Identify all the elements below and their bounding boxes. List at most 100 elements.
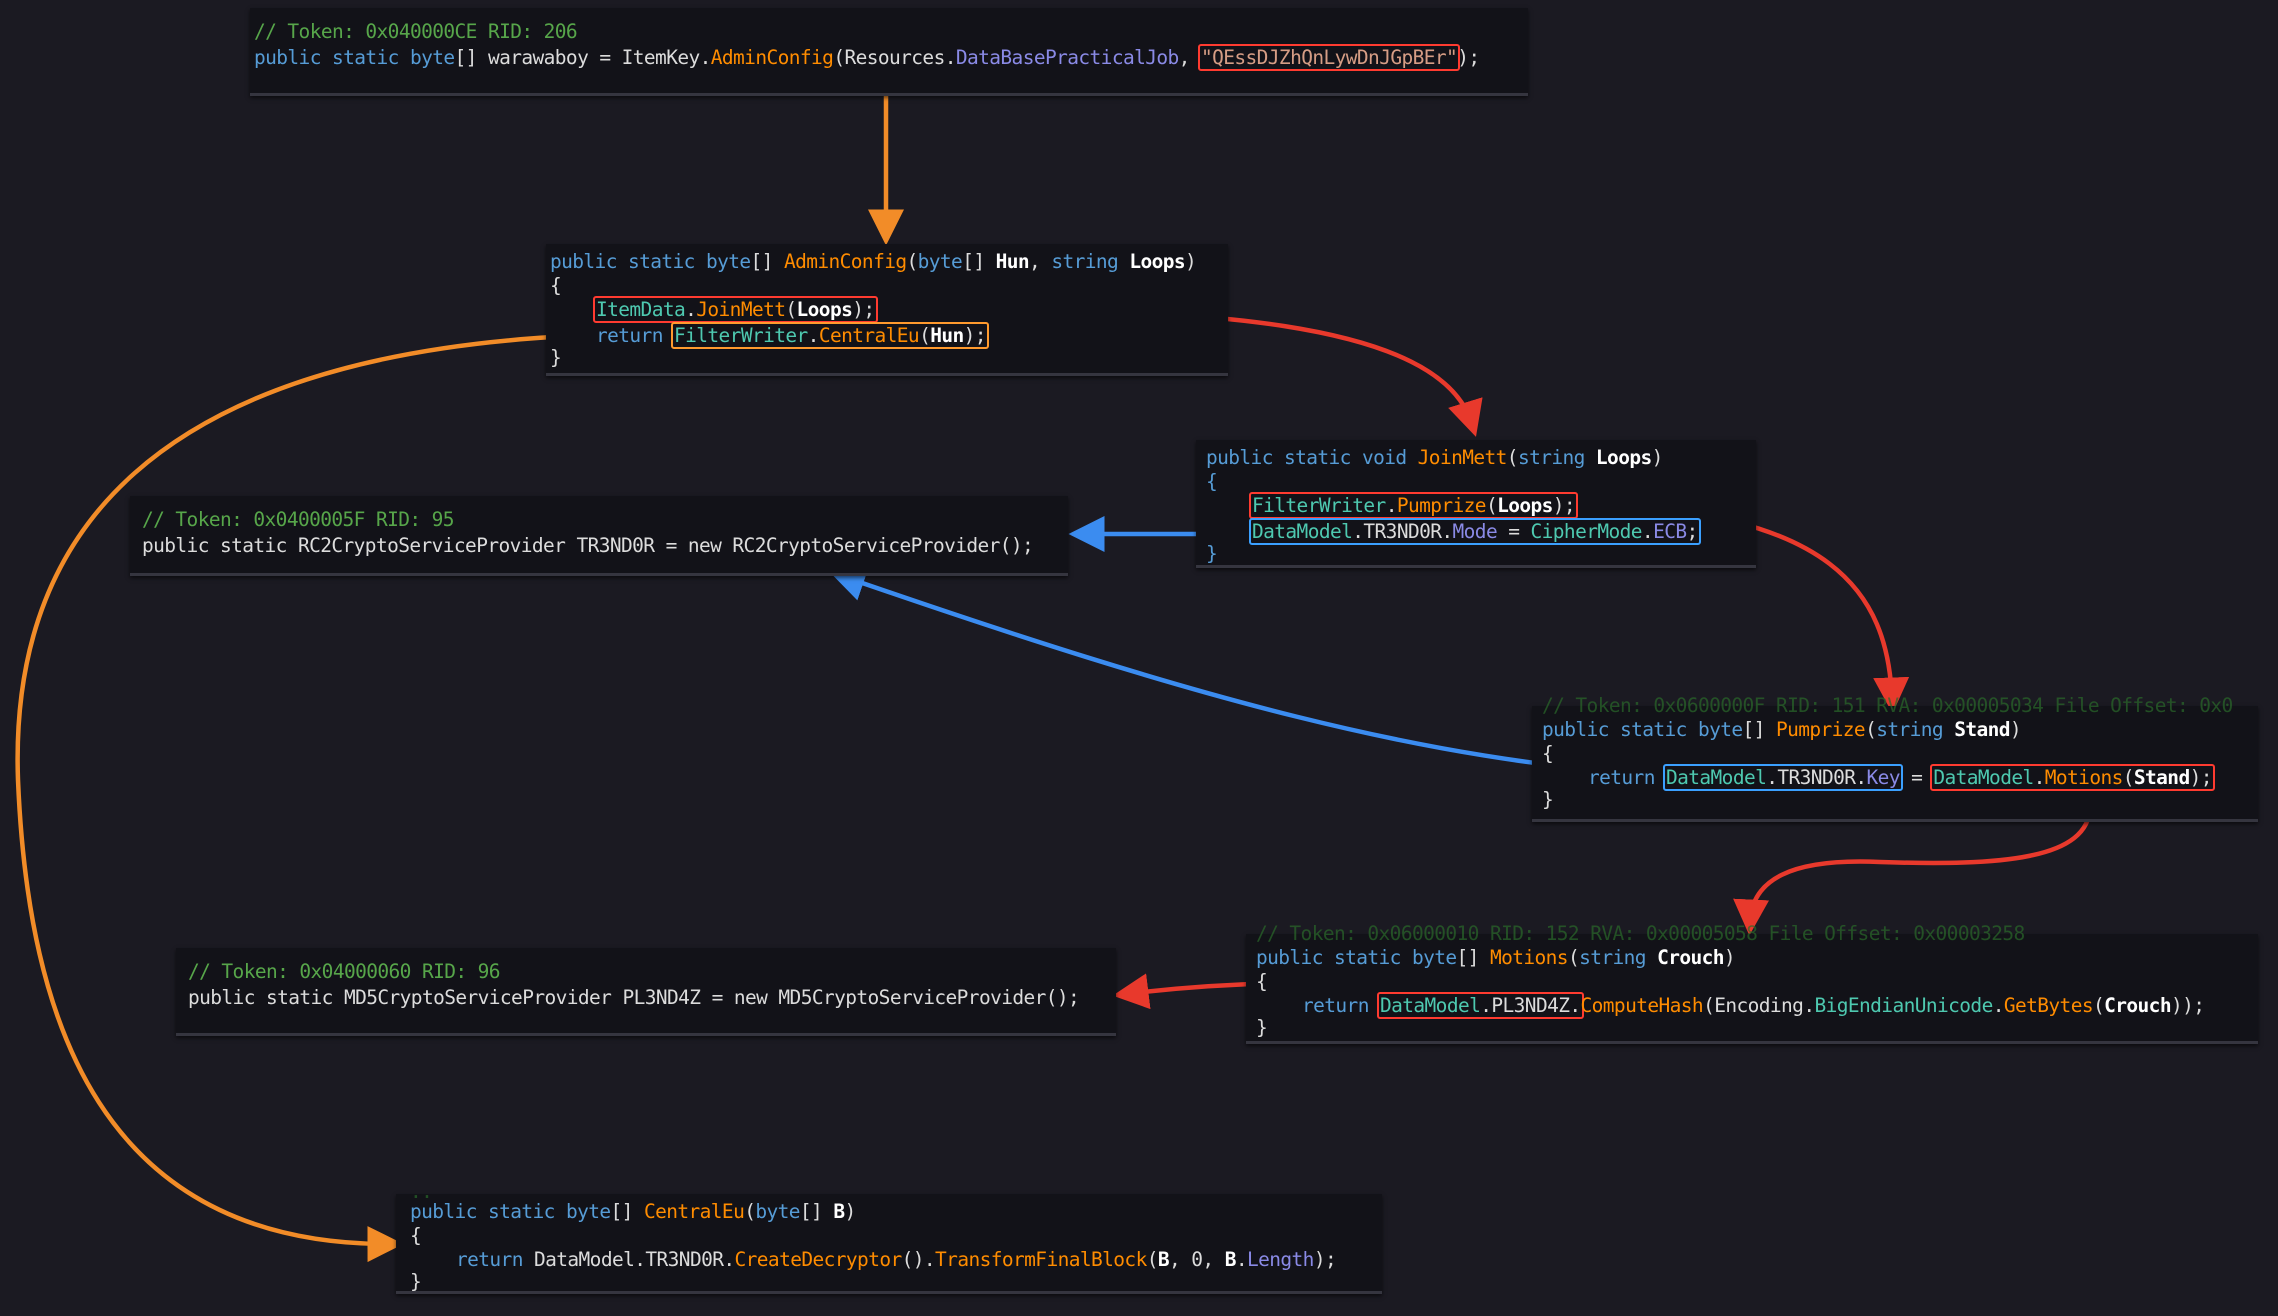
method-name-centraleu[interactable]: CentralEu: [643, 1200, 745, 1223]
rc2-field-declaration: public static RC2CryptoServiceProvider T…: [142, 534, 1034, 557]
method-computehash[interactable]: ComputeHash: [1580, 994, 1704, 1017]
call-filterwriter-pumprize[interactable]: FilterWriter.Pumprize(Loops);: [1249, 492, 1579, 519]
code-text: );: [852, 298, 875, 321]
brace-close: }: [1542, 788, 1554, 811]
token-comment: // Token: 0x0400005F RID: 95: [142, 508, 455, 531]
keyword-return: return: [456, 1248, 534, 1271]
code-text: (: [919, 324, 931, 347]
code-text: (: [906, 250, 919, 273]
type-itemdata: ItemData: [596, 298, 686, 321]
code-text: .: [1992, 994, 2005, 1017]
field-pl3nd4z: PL3ND4Z: [1491, 994, 1570, 1017]
property-databasepracticaljob[interactable]: DataBasePracticalJob: [955, 46, 1179, 69]
field-tr3nd0r: TR3ND0R: [645, 1248, 724, 1271]
call-datamodel-motions[interactable]: DataModel.Motions(Stand);: [1930, 764, 2215, 791]
keyword-public-static-byte: public static byte: [1542, 718, 1743, 741]
code-text: [1118, 250, 1129, 273]
code-text: .: [807, 324, 820, 347]
method-name-adminconfig[interactable]: AdminConfig: [783, 250, 907, 273]
type-datamodel: DataModel.: [533, 1248, 646, 1271]
code-text: [1943, 718, 1954, 741]
code-text: .: [1766, 766, 1778, 789]
method-getbytes[interactable]: GetBytes: [2003, 994, 2094, 1017]
code-text: (: [1146, 1248, 1159, 1271]
keyword-string: string: [1517, 446, 1585, 469]
keyword-public-static-byte: public static byte: [1256, 946, 1457, 969]
code-text: .: [1385, 494, 1398, 517]
code-text: (Encoding.: [1703, 994, 1815, 1017]
field-tr3nd0r: TR3ND0R: [1777, 766, 1856, 789]
arg-loops: Loops: [796, 298, 853, 321]
method-name-pumprize[interactable]: Pumprize: [1775, 718, 1866, 741]
method-pumprize-link: Pumprize: [1396, 494, 1487, 517]
code-text: ): [2009, 718, 2022, 741]
brace-open: {: [1542, 742, 1554, 765]
keyword-return: return: [596, 324, 674, 347]
param-b: B: [833, 1200, 845, 1223]
code-text: (: [1506, 446, 1519, 469]
md5-field-declaration: public static MD5CryptoServiceProvider P…: [188, 986, 1080, 1009]
code-text: .: [685, 298, 697, 321]
method-adminconfig-link[interactable]: AdminConfig: [710, 46, 834, 69]
code-text: ,: [1178, 46, 1201, 69]
brace-close: }: [1206, 542, 1218, 565]
code-text: .: [1352, 520, 1364, 543]
code-text: );: [1552, 494, 1576, 517]
code-text: ): [1723, 946, 1736, 969]
param-loops: Loops: [1595, 446, 1652, 469]
code-text: .: [1441, 520, 1453, 543]
code-text: );: [1457, 46, 1480, 69]
code-text: (: [2122, 766, 2135, 789]
token-comment: // Token: 0x040000CE RID: 206: [254, 20, 578, 43]
code-text: );: [1313, 1248, 1337, 1271]
brace-open: {: [410, 1224, 422, 1247]
assign-tr3nd0r-mode[interactable]: DataModel.TR3ND0R.Mode = CipherMode.ECB;: [1249, 518, 1701, 545]
call-filterwriter-centraleu[interactable]: FilterWriter.CentralEu(Hun);: [670, 322, 989, 349]
code-text: (: [744, 1200, 756, 1223]
keyword-byte: byte: [755, 1200, 800, 1223]
panel-pumprize-method: // Token: 0x0600000F RID: 151 RVA: 0x000…: [1532, 694, 2258, 822]
code-text: []: [1456, 946, 1490, 969]
tr3nd0r-key-ref[interactable]: DataModel.TR3ND0R.Key: [1662, 764, 1903, 791]
keyword-return: return: [1302, 994, 1380, 1017]
type-datamodel: DataModel: [1379, 994, 1481, 1017]
brace-close: }: [550, 346, 562, 369]
method-centraleu-link: CentralEu: [818, 324, 920, 347]
token-comment-cropped: // Token: 0x06000010 RID: 152 RVA: 0x000…: [1256, 922, 2025, 945]
type-datamodel: DataModel: [1933, 766, 2034, 789]
pl3nd4z-ref[interactable]: DataModel.PL3ND4Z.: [1376, 992, 1584, 1019]
property-mode: Mode: [1452, 520, 1498, 543]
code-text: (Resources.: [833, 46, 956, 69]
panel-adminconfig-method: public static byte[] AdminConfig(byte[] …: [546, 244, 1228, 376]
arrow-centraleu-call: [15, 331, 671, 1263]
code-text: .: [723, 1248, 735, 1271]
code-text: ): [844, 1200, 856, 1223]
panel-warawaboy-field: // Token: 0x040000CE RID: 206 public sta…: [250, 8, 1528, 96]
keyword-public-static-byte: public static byte: [550, 250, 751, 273]
token-comment: // Token: 0x04000060 RID: 96: [188, 960, 501, 983]
keyword-return: return: [1588, 766, 1666, 789]
type-datamodel: DataModel: [1252, 520, 1353, 543]
code-text: .: [1855, 766, 1867, 789]
method-transformfinalblock[interactable]: TransformFinalBlock: [935, 1248, 1147, 1271]
code-text: ;: [1686, 520, 1698, 543]
method-motions-link: Motions: [2044, 766, 2124, 789]
call-itemdata-joinmett[interactable]: ItemData.JoinMett(Loops);: [593, 296, 878, 323]
property-key: Key: [1866, 766, 1901, 789]
keyword-byte: byte: [917, 250, 963, 273]
code-text: []: [799, 1200, 834, 1223]
code-text: .: [1235, 1248, 1248, 1271]
panel-centraleu-method: .. public static byte[] CentralEu(byte[]…: [396, 1180, 1382, 1294]
code-text: (: [1865, 718, 1877, 741]
method-createdecryptor[interactable]: CreateDecryptor: [734, 1248, 903, 1271]
panel-md5-field: // Token: 0x04000060 RID: 96 public stat…: [176, 948, 1116, 1036]
code-text: []: [750, 250, 784, 273]
method-name-motions[interactable]: Motions: [1489, 946, 1569, 969]
param-loops: Loops: [1129, 250, 1186, 273]
arg-crouch: Crouch: [2104, 994, 2171, 1017]
code-text: .: [2033, 766, 2046, 789]
code-text: [1646, 946, 1657, 969]
code-text: []: [1742, 718, 1776, 741]
method-name-joinmett[interactable]: JoinMett: [1417, 446, 1508, 469]
